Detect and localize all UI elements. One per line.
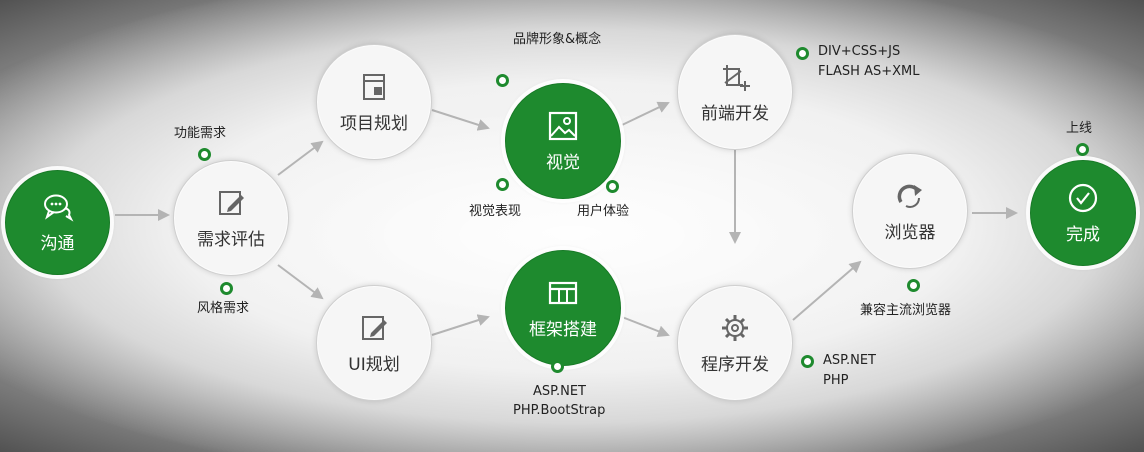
tag-phpbootstrap: PHP.BootStrap xyxy=(513,403,606,418)
tag-yonghu: 用户体验 xyxy=(577,204,630,219)
gear-icon xyxy=(722,314,748,341)
check-circle-icon xyxy=(1068,183,1098,212)
document-icon xyxy=(363,73,385,100)
node-shijue: 视觉 xyxy=(505,83,621,199)
dot-aspnet1 xyxy=(551,360,564,373)
arrow-xuqiu-xiangmu xyxy=(277,140,324,176)
node-liulanqi-label: 浏览器 xyxy=(884,222,936,243)
arrow-ui-kuangjia xyxy=(431,314,490,336)
dot-shangxian xyxy=(1076,143,1089,156)
dot-shijuebiaoxian xyxy=(496,178,509,191)
arrow-xiangmu-shijue xyxy=(431,109,490,131)
node-kuangjia-label: 框架搭建 xyxy=(529,319,597,340)
node-chengxu: 程序开发 xyxy=(677,285,793,401)
layout-grid-icon xyxy=(548,281,578,304)
tag-fengge: 风格需求 xyxy=(197,301,250,316)
crop-plus-icon xyxy=(723,64,750,91)
node-goutong-label: 沟通 xyxy=(40,234,75,254)
refresh-arrow-icon xyxy=(897,184,922,208)
image-icon xyxy=(548,111,578,140)
tag-aspnet2: ASP.NET xyxy=(823,353,876,368)
node-xiangmu-label: 项目规划 xyxy=(340,113,408,134)
arrow-kuangjia-chengxu xyxy=(621,316,670,337)
node-xuqiu: 需求评估 xyxy=(173,160,289,276)
tag-flash: FLASH AS+XML xyxy=(818,64,920,79)
node-goutong: 沟通 xyxy=(5,170,110,275)
node-shijue-label: 视觉 xyxy=(546,152,580,173)
dot-fengge xyxy=(220,282,233,295)
node-chengxu-label: 程序开发 xyxy=(701,354,769,375)
node-wancheng-label: 完成 xyxy=(1066,224,1100,245)
tag-gongneng: 功能需求 xyxy=(174,126,227,141)
node-kuangjia: 框架搭建 xyxy=(505,250,621,366)
tag-shangxian: 上线 xyxy=(1066,121,1093,136)
edit-pencil-icon xyxy=(219,190,244,215)
dot-jianrong xyxy=(907,279,920,292)
node-xuqiu-label: 需求评估 xyxy=(197,229,265,250)
chat-bubbles-icon xyxy=(43,194,73,222)
tag-divcss: DIV+CSS+JS xyxy=(818,44,901,59)
tag-pinpai: 品牌形象&概念 xyxy=(513,32,602,47)
tag-shijuebiaoxian: 视觉表现 xyxy=(469,204,522,219)
node-qianduan: 前端开发 xyxy=(677,34,793,150)
arrow-chengxu-liulanqi xyxy=(792,260,862,321)
arrow-xuqiu-ui xyxy=(277,264,324,300)
node-wancheng: 完成 xyxy=(1030,160,1136,266)
arrow-shijue-qianduan xyxy=(621,101,670,126)
node-ui: UI规划 xyxy=(316,285,432,401)
node-qianduan-label: 前端开发 xyxy=(701,103,769,124)
dot-gongneng xyxy=(198,148,211,161)
dot-pinpai xyxy=(496,74,509,87)
node-xiangmu: 项目规划 xyxy=(316,44,432,160)
node-ui-label: UI规划 xyxy=(348,354,400,375)
dot-yonghu xyxy=(606,180,619,193)
node-liulanqi: 浏览器 xyxy=(852,153,968,269)
tag-aspnet1: ASP.NET xyxy=(533,384,586,399)
tag-jianrong: 兼容主流浏览器 xyxy=(860,303,952,318)
dot-aspnet2 xyxy=(801,355,814,368)
edit-pencil-icon xyxy=(362,315,387,340)
dot-divcss xyxy=(796,47,809,60)
tag-php: PHP xyxy=(823,373,849,388)
